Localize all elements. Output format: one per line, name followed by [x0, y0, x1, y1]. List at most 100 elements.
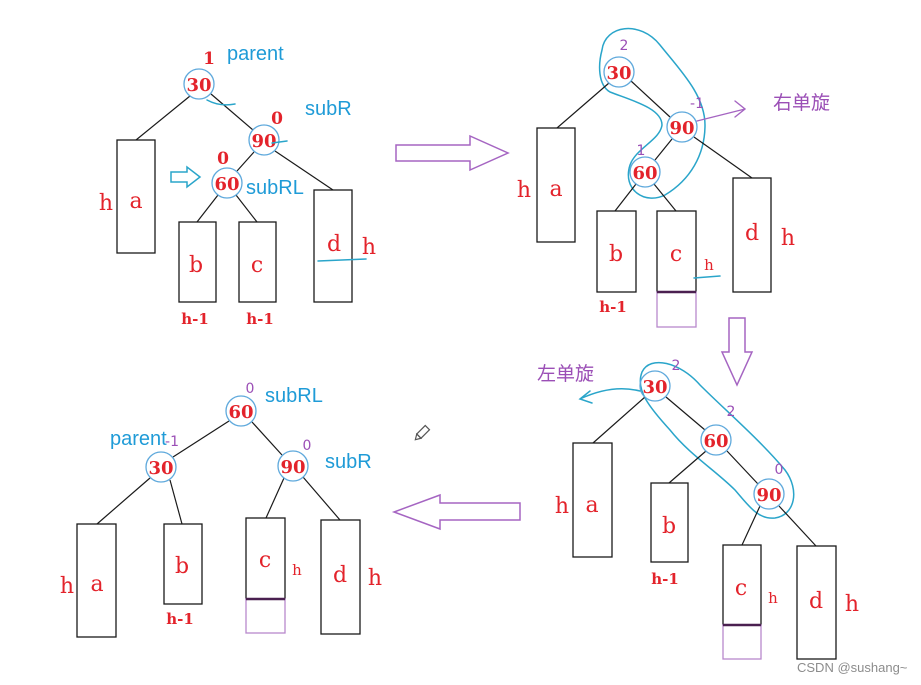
- edge-60-90: [726, 450, 759, 485]
- node-key: 90: [280, 457, 305, 478]
- node-circle: [248, 124, 280, 156]
- balance-factor-30: -1: [165, 434, 179, 450]
- edge-30-a: [556, 82, 610, 129]
- rotation-pointer-arrow-icon: [696, 100, 747, 122]
- balance-factor-90: -1: [690, 96, 704, 112]
- subtree-height-a: h: [60, 574, 74, 599]
- subtree-box-a: [536, 127, 576, 243]
- balance-factor-60: 2: [727, 404, 736, 420]
- step-arrow-left-icon: [391, 493, 521, 531]
- subtree-box-d: [796, 545, 837, 660]
- subtree-box-a: [76, 523, 117, 638]
- step-arrow-down-icon: [720, 317, 754, 387]
- edge-30-a: [135, 95, 191, 141]
- balance-factor-90: 0: [775, 462, 784, 478]
- edge-60-c: [235, 194, 258, 223]
- annotation-stroke-d: [317, 258, 367, 262]
- node-60: 60: [211, 167, 243, 199]
- subtree-box-d: [732, 177, 772, 293]
- subtree-box-b: [178, 221, 217, 303]
- edge-30-a: [592, 396, 646, 444]
- subtree-name-c: c: [670, 242, 682, 267]
- subtree-height-a: h: [517, 178, 531, 203]
- panel-initial: a h b h-1 c h-1 d h 30 1 parent 90 0 sub…: [99, 43, 376, 328]
- edge-90-d: [274, 150, 334, 191]
- node-circle: [629, 156, 661, 188]
- node-circle: [225, 395, 257, 427]
- edge-30-60: [665, 396, 706, 431]
- node-30: 30: [639, 370, 671, 402]
- node-circle: [277, 450, 309, 482]
- role-label-parent: parent: [110, 428, 167, 450]
- annotation-stroke-c: [693, 275, 721, 279]
- subtree-box-b: [163, 523, 203, 605]
- node-key: 30: [642, 377, 667, 398]
- edge-90-d: [302, 476, 341, 521]
- balance-factor-90: 0: [271, 109, 283, 129]
- subtree-box-d: [313, 189, 353, 303]
- role-label-parent: parent: [227, 43, 284, 65]
- subtree-name-b: b: [609, 242, 623, 267]
- edge-30-90: [630, 80, 671, 118]
- step-arrow-right-icon: [395, 134, 510, 172]
- subtree-box-c: [656, 210, 697, 293]
- node-key: 60: [632, 163, 657, 184]
- subtree-name-b: b: [175, 554, 189, 579]
- node-90: 90: [248, 124, 280, 156]
- role-label-subr: subR: [325, 451, 372, 473]
- node-key: 90: [251, 131, 276, 152]
- edge-60-b: [196, 194, 219, 223]
- edge-30-b: [169, 479, 183, 525]
- node-key: 60: [703, 431, 728, 452]
- subtree-height-c: h: [292, 561, 302, 579]
- balance-factor-30: 1: [203, 49, 215, 69]
- edge-60-b: [668, 450, 707, 484]
- node-90: 90: [277, 450, 309, 482]
- edge-60-30: [172, 420, 230, 458]
- node-circle: [145, 451, 177, 483]
- annotation-tick-90: [271, 140, 288, 144]
- node-circle: [666, 111, 698, 143]
- edge-30-90: [210, 93, 254, 131]
- node-30: 30: [145, 451, 177, 483]
- role-label-subrl: subRL: [265, 385, 323, 407]
- subtree-height-c: h: [704, 256, 714, 274]
- subtree-name-d: d: [327, 232, 341, 257]
- edge-90-d: [778, 505, 817, 547]
- edge-60-90: [251, 421, 283, 456]
- subtree-box-d: [320, 519, 361, 635]
- node-circle: [183, 68, 215, 100]
- node-key: 90: [669, 118, 694, 139]
- subtree-name-a: a: [549, 177, 562, 202]
- node-circle: [603, 56, 635, 88]
- subtree-height-d: h: [362, 235, 376, 260]
- balance-factor-60: 0: [217, 149, 229, 169]
- balance-factor-60: 1: [637, 143, 646, 159]
- subtree-height-d: h: [845, 592, 859, 617]
- node-key: 30: [186, 75, 211, 96]
- subtree-name-b: b: [662, 514, 676, 539]
- node-30: 30: [603, 56, 635, 88]
- added-level-box: [656, 291, 697, 328]
- subtree-box-c: [722, 544, 762, 626]
- annotation-tick-30: [206, 99, 236, 106]
- footer-credit: CSDN @sushang~: [797, 660, 908, 675]
- pointer-arrow-icon: [170, 165, 202, 189]
- balance-factor-30: 2: [620, 38, 629, 54]
- edge-60-b: [614, 183, 637, 212]
- subtree-box-a: [572, 442, 613, 558]
- edge-30-a: [96, 477, 151, 525]
- node-key: 30: [606, 63, 631, 84]
- subtree-name-a: a: [585, 493, 598, 518]
- node-60: 60: [225, 395, 257, 427]
- subtree-height-b: h-1: [166, 610, 194, 628]
- role-label-subr: subR: [305, 98, 352, 120]
- subtree-height-c: h-1: [246, 310, 274, 328]
- added-level-box: [245, 598, 286, 634]
- subtree-name-d: d: [809, 589, 823, 614]
- pencil-icon: [414, 424, 431, 441]
- edge-90-c: [265, 477, 285, 519]
- subtree-name-c: c: [251, 253, 263, 278]
- subtree-height-a: h: [555, 494, 569, 519]
